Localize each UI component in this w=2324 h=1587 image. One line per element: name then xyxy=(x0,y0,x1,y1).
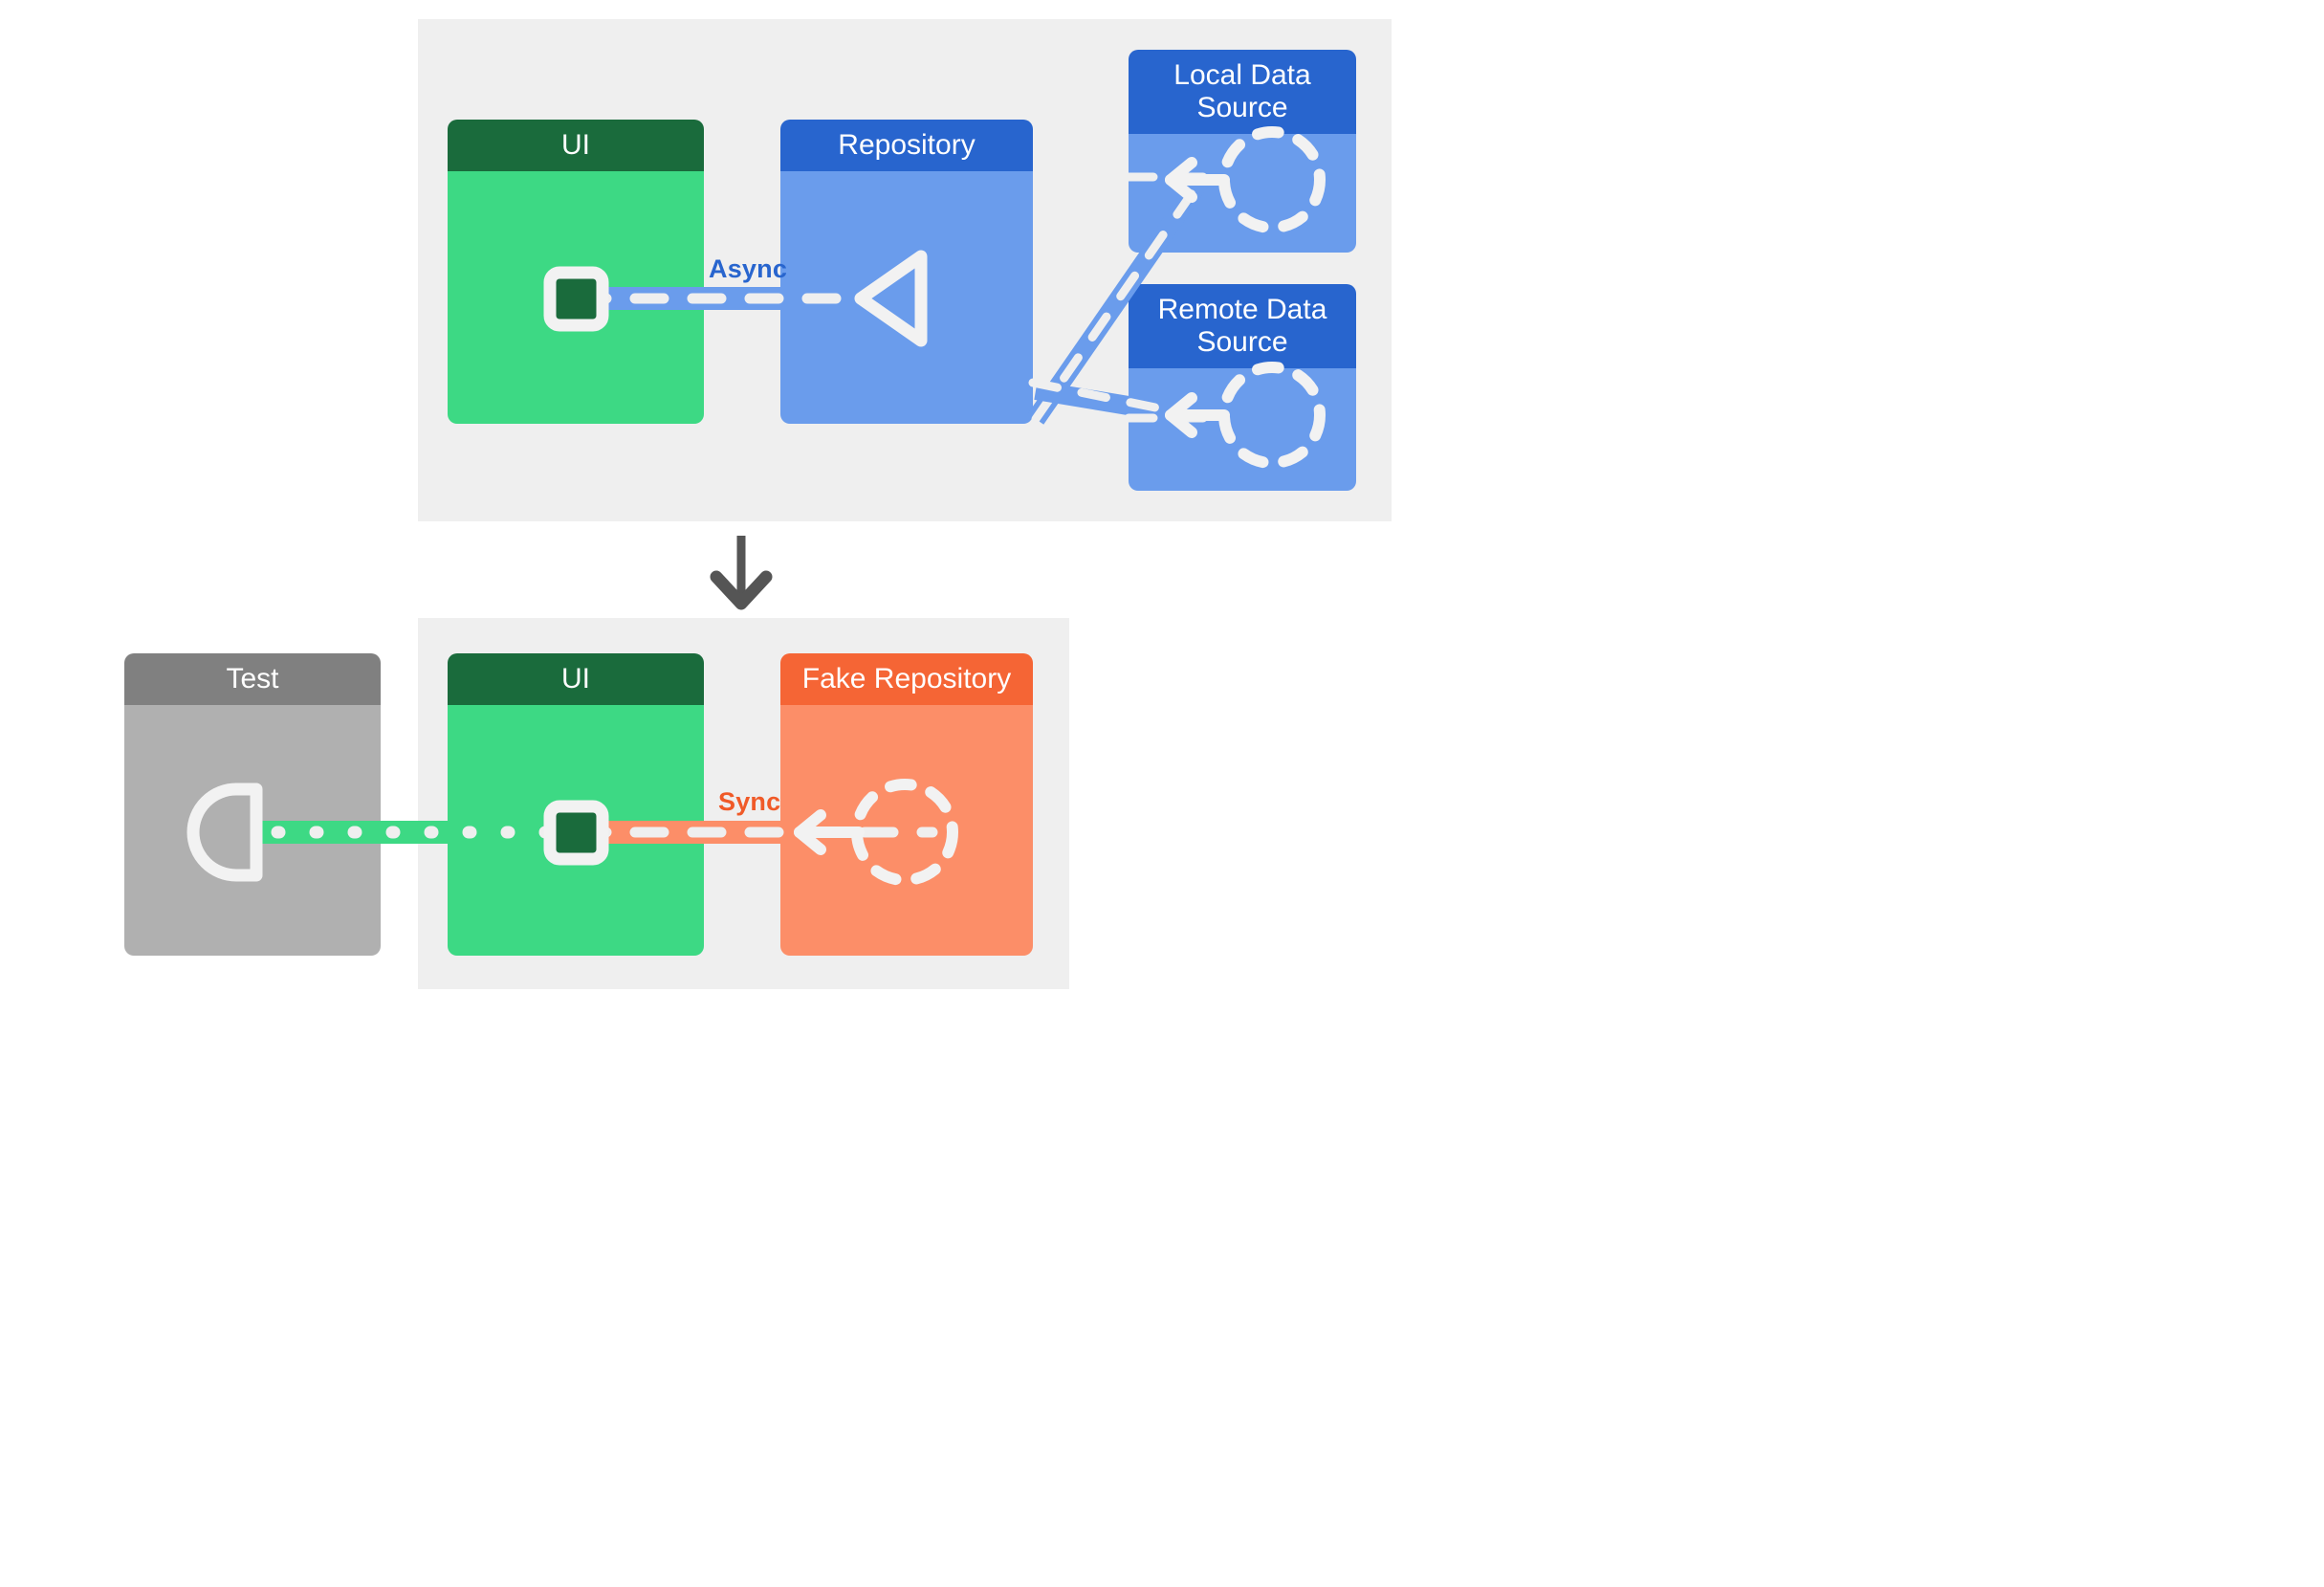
card-fake-repository[interactable]: Fake Repository xyxy=(780,653,1033,956)
card-ui-bottom-body xyxy=(448,705,704,956)
connector-label-sync: Sync xyxy=(718,787,781,816)
card-fake-repository-title: Fake Repository xyxy=(780,653,1033,705)
card-ui-top-body xyxy=(448,171,704,424)
card-remote-data-source-title: Remote Data Source xyxy=(1129,284,1356,368)
card-fake-repository-body xyxy=(780,705,1033,956)
card-repository-title: Repository xyxy=(780,120,1033,171)
connector-label-async: Async xyxy=(709,254,788,283)
card-local-data-source-title: Local Data Source xyxy=(1129,50,1356,134)
card-ui-bottom[interactable]: UI xyxy=(448,653,704,956)
card-local-data-source-body xyxy=(1129,134,1356,253)
card-remote-data-source[interactable]: Remote Data Source xyxy=(1129,284,1356,491)
card-remote-data-source-body xyxy=(1129,368,1356,491)
card-ui-top[interactable]: UI xyxy=(448,120,704,424)
downward-transition-arrow xyxy=(710,536,773,610)
card-ui-top-title: UI xyxy=(448,120,704,171)
card-repository-body xyxy=(780,171,1033,424)
card-local-data-source[interactable]: Local Data Source xyxy=(1129,50,1356,253)
card-test-title: Test xyxy=(124,653,381,705)
card-repository[interactable]: Repository xyxy=(780,120,1033,424)
card-test[interactable]: Test xyxy=(124,653,381,956)
card-test-body xyxy=(124,705,381,956)
card-ui-bottom-title: UI xyxy=(448,653,704,705)
